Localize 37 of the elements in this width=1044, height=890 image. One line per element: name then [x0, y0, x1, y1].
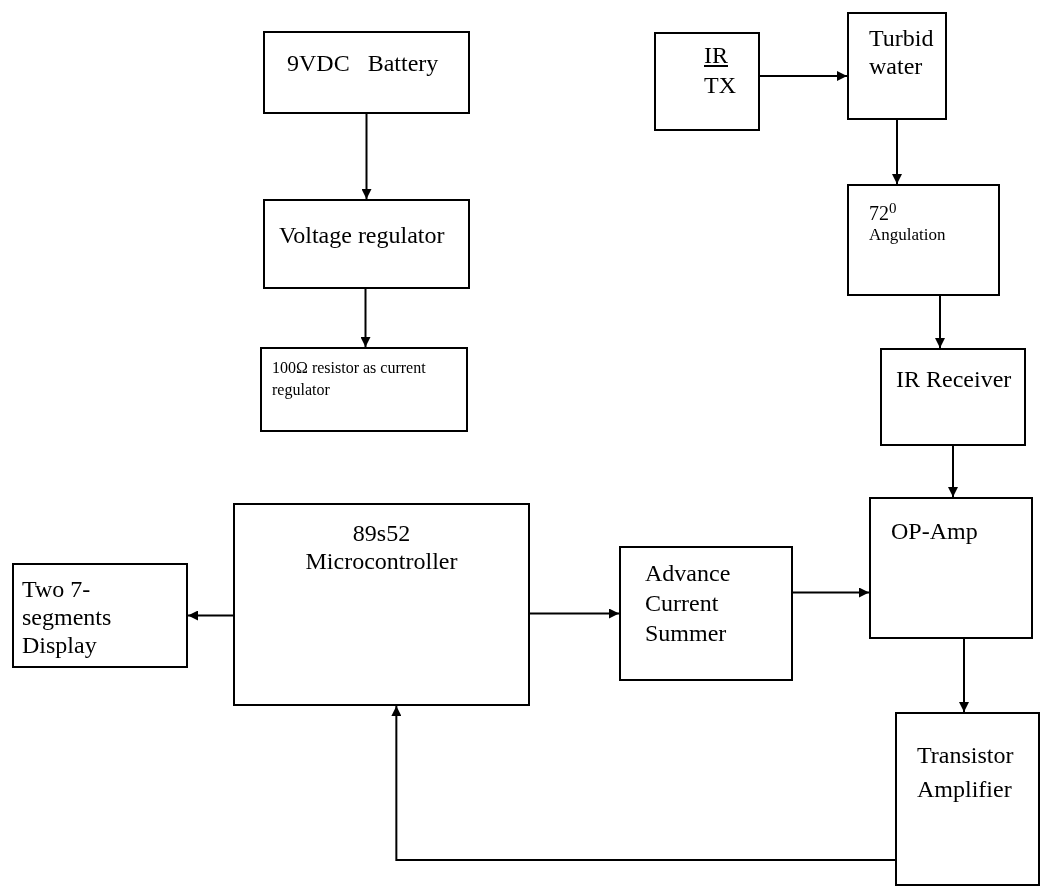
box-label: 9VDC Battery: [287, 49, 440, 78]
box-label: TX: [704, 71, 737, 100]
arrow: [361, 113, 372, 200]
box-label: 89s52 Microcontroller: [304, 519, 459, 575]
arrow: [187, 610, 234, 621]
process-box: [263, 199, 470, 289]
arrow: [360, 288, 371, 348]
process-box: [12, 563, 188, 668]
process-box: [260, 347, 468, 432]
process-box: [880, 348, 1026, 446]
process-box: [895, 712, 1040, 886]
box-label: 72$^{0}$: [869, 202, 898, 224]
box-label: Two 7-segments Display: [22, 575, 113, 659]
arrow: [959, 638, 969, 713]
box-label: Advance Current Summer: [645, 559, 732, 648]
arrow: [391, 705, 896, 861]
arrow: [892, 119, 902, 185]
arrow: [529, 608, 620, 619]
box-label: 100Ω resistor as current regulator: [272, 358, 427, 401]
arrow: [792, 587, 870, 598]
box-label: Transistor Amplifier: [917, 741, 1015, 804]
process-box: [619, 546, 793, 681]
arrow: [759, 71, 848, 81]
box-label: Angulation: [869, 224, 947, 246]
process-box: [847, 12, 947, 120]
box-label: Turbid water: [869, 24, 935, 80]
process-box: [654, 32, 760, 131]
box-label: IR Receiver: [896, 365, 1013, 394]
arrow: [935, 295, 945, 349]
box-label: IR: [704, 41, 729, 70]
process-box: [263, 31, 470, 114]
box-label: OP-Amp: [891, 517, 979, 546]
process-box: [847, 184, 1000, 296]
process-box: [233, 503, 530, 706]
box-label: Voltage regulator: [279, 221, 446, 250]
arrow: [948, 445, 958, 498]
process-box: [869, 497, 1033, 639]
